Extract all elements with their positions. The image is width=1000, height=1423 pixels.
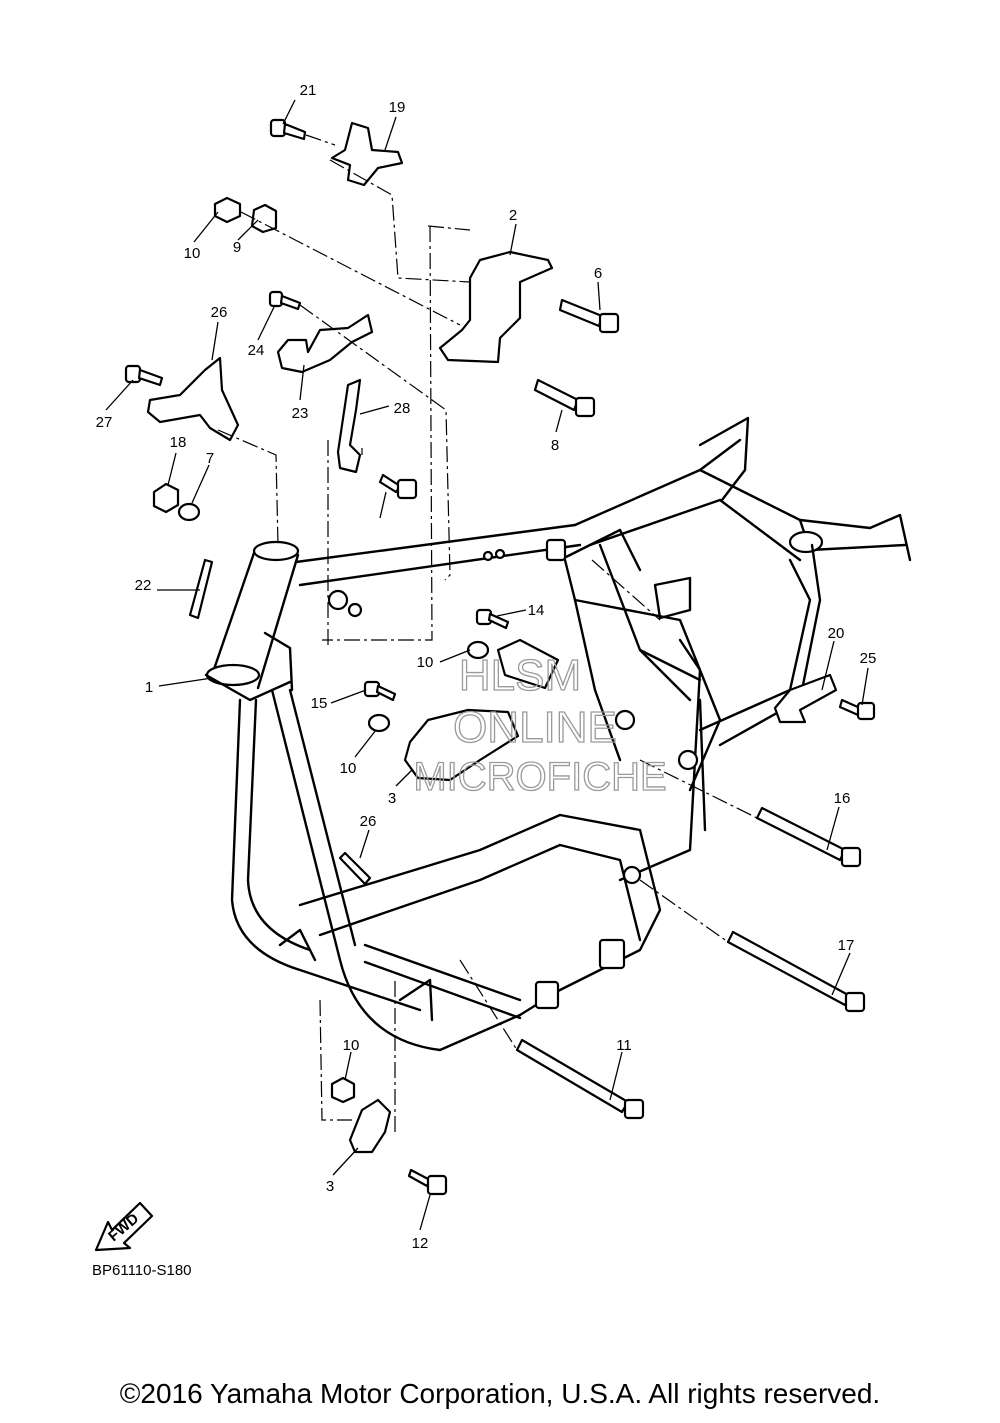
callout-24: 26	[360, 813, 377, 830]
watermark-line-3: MICROFICHE	[413, 755, 666, 799]
part-20-bolt	[838, 698, 876, 721]
assembly-lines	[217, 134, 758, 1132]
part-19-bracket	[773, 673, 838, 724]
part-24-pin	[338, 851, 372, 886]
callout-9: 9	[233, 239, 241, 256]
part-22-clamp	[276, 313, 374, 374]
callout-25: 26	[211, 304, 228, 321]
callout-21: 22	[135, 577, 152, 594]
callout-10-lower-left: 10	[340, 760, 357, 777]
callout-17: 19	[389, 99, 406, 116]
part-10-nut-lower-left	[367, 713, 391, 733]
callout-20: 25	[860, 650, 877, 667]
callout-18: 21	[300, 82, 317, 99]
callout-6: 6	[594, 265, 602, 282]
part-10-nut-center	[466, 640, 490, 660]
part-11-long-bolt	[515, 1038, 645, 1120]
part-7-collar	[177, 502, 201, 522]
diagram-part-code: BP61110-S180	[92, 1262, 192, 1279]
watermark: HLSM ONLINE MICROFICHE	[413, 650, 668, 799]
callout-labels: 21 19 10 9 2 6 8 26 24 23 27 28 18 7 22 …	[96, 82, 877, 1252]
callout-14-upper: 14	[528, 602, 545, 619]
callout-3: 3	[326, 1178, 334, 1195]
callout-27: 28	[394, 400, 411, 417]
callout-1: 1	[145, 679, 153, 696]
part-2-bracket	[438, 250, 554, 364]
copyright-notice: ©2016 Yamaha Motor Corporation, U.S.A. A…	[119, 1378, 881, 1409]
callout-7: 7	[206, 450, 214, 467]
callout-11: 11	[616, 1037, 632, 1054]
part-12-bolt	[407, 1168, 448, 1196]
part-16-grommet	[152, 482, 180, 514]
callout-10-top: 10	[184, 245, 201, 262]
part-10-nut-top	[213, 196, 242, 224]
watermark-line-2: ONLINE	[453, 703, 617, 752]
part-17-bracket	[330, 121, 404, 187]
callout-2: 2	[509, 207, 517, 224]
part-25-bracket	[146, 356, 240, 442]
callout-23: 24	[248, 342, 265, 359]
callout-12: 12	[412, 1235, 429, 1252]
part-28-bolt	[378, 473, 418, 500]
part-18-bolt	[269, 118, 307, 141]
part-6-bolt	[558, 298, 620, 334]
part-8-bolt	[533, 378, 596, 418]
leader-lines	[105, 99, 869, 1231]
part-15-long-bolt	[726, 930, 866, 1013]
callout-16: 18	[170, 434, 187, 451]
part-21-pin	[188, 558, 214, 620]
part-27-stay	[336, 378, 362, 474]
callout-13: 16	[834, 790, 851, 807]
callout-15: 17	[838, 937, 855, 954]
part-3-bracket	[348, 1098, 392, 1154]
callout-10-bottom: 10	[343, 1037, 360, 1054]
callout-22: 23	[292, 405, 309, 422]
callout-8: 8	[551, 437, 559, 454]
part-5-mount-plate	[403, 708, 520, 782]
part-10-nut-bottom	[330, 1076, 356, 1104]
part-26-bolt	[124, 364, 164, 387]
part-23-bolt	[268, 290, 302, 311]
part-14-bolt-lower	[363, 680, 397, 702]
part-14-bolt-upper	[475, 608, 510, 630]
fwd-arrow-icon: FWD	[94, 1201, 154, 1252]
callout-10-center: 10	[417, 654, 434, 671]
callout-5: 3	[388, 790, 396, 807]
callout-26: 27	[96, 414, 113, 431]
callout-14-lower: 15	[311, 695, 328, 712]
main-frame	[204, 416, 912, 1052]
part-13-long-bolt	[755, 806, 862, 868]
callout-19: 20	[828, 625, 845, 642]
watermark-line-1: HLSM	[459, 651, 581, 700]
